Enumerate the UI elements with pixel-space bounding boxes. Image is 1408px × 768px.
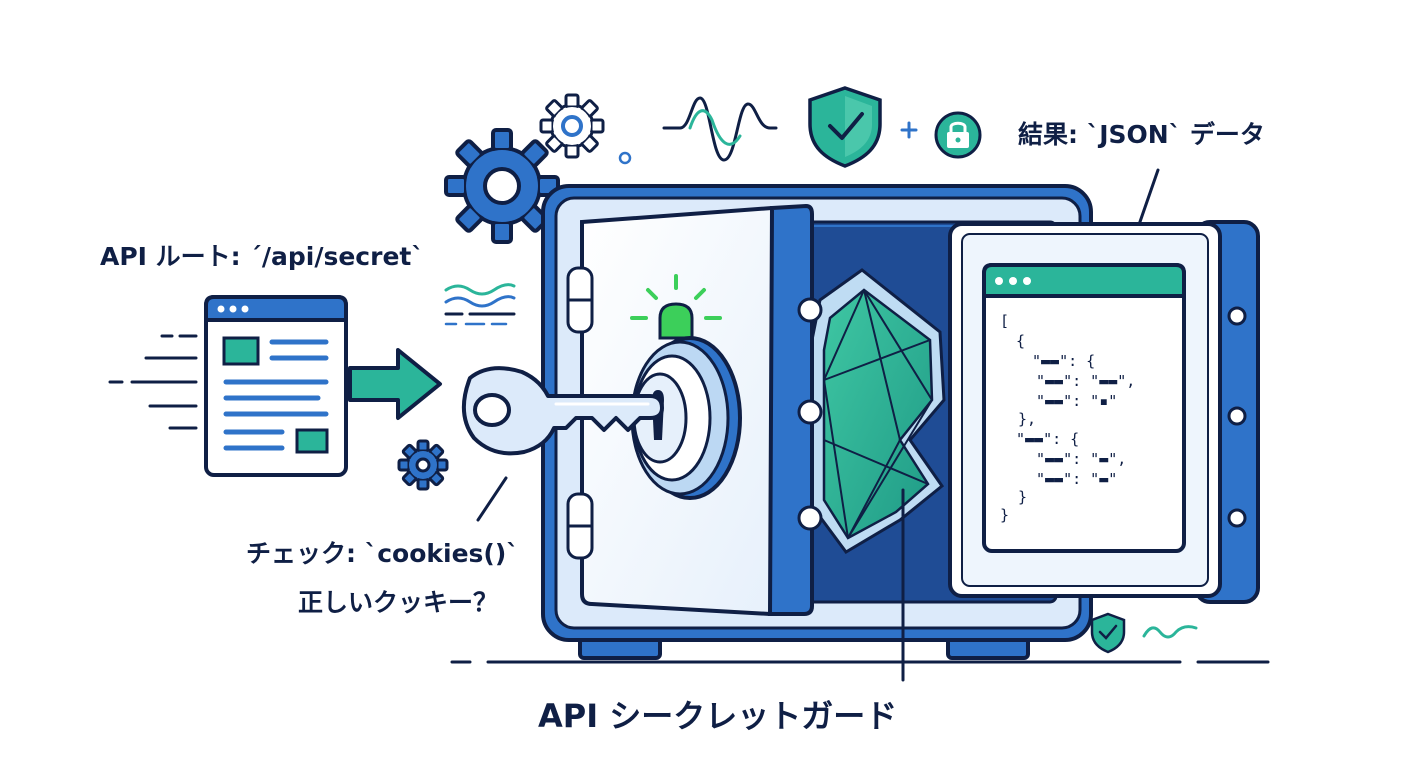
wave-icon [1142,625,1198,639]
lock-icon [934,111,982,159]
api-route-label: API ルート: ´/api/secret` [100,242,424,271]
dial-lock [630,336,742,500]
document-window-icon [204,295,348,477]
json-line: } [1018,488,1027,506]
result-label: 結果: `JSON` データ [1018,120,1265,149]
signal-lines [444,283,516,326]
json-line: "▬▬": "▪" [1036,392,1117,410]
wave-icon [662,96,778,162]
dot-icon [618,151,632,165]
shield-check-icon [808,86,882,168]
cookie-check-label: チェック: `cookies()` [246,539,519,568]
json-line: { [1016,332,1025,350]
plus-icon [900,121,918,139]
gear-icon [397,439,449,491]
speed-lines [108,334,198,430]
json-line: } [1000,506,1009,524]
gear-icon [539,93,605,159]
json-line: "▬▬": "▬", [1036,450,1126,468]
json-line: "▬▬": "▬" [1036,470,1117,488]
check-leader-line [476,476,508,522]
json-line: "▬▬": { [1032,352,1095,370]
json-line: }, [1018,410,1036,428]
json-line: "▬▬": "▬▬", [1036,372,1135,390]
json-window-icon: [ { "▬▬": { "▬▬": "▬▬", "▬▬": "▪" }, "▬▬… [982,263,1186,553]
json-line: "▬▬": { [1016,430,1079,448]
shield-check-icon [1090,612,1126,654]
gear-icon [444,128,560,244]
arrow-right-icon [348,348,442,420]
crystal-gem [810,268,946,554]
json-line: [ [1000,312,1009,330]
diagram-title: API シークレットガード [538,697,898,735]
key-icon [461,366,664,456]
indicator-light-icon [630,274,722,340]
cookie-question-label: 正しいクッキー？ [298,588,499,617]
